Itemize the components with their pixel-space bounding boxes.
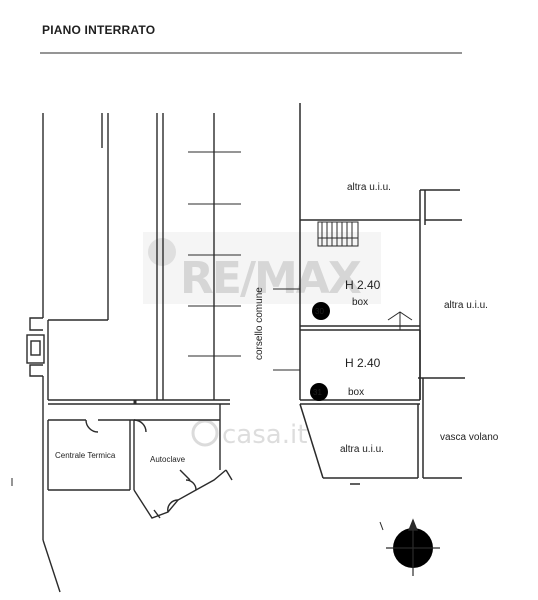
box-30-badge bbox=[312, 302, 330, 320]
left-wing-walls bbox=[26, 113, 109, 593]
label-altra-uiu-right: altra u.i.u. bbox=[444, 300, 488, 311]
stairs bbox=[317, 221, 359, 247]
service-rooms bbox=[47, 404, 233, 519]
label-altra-uiu-bottom: altra u.i.u. bbox=[340, 444, 384, 455]
plan-title: PIANO INTERRATO bbox=[42, 23, 155, 37]
lower-right-walls bbox=[299, 378, 462, 485]
label-corsello-comune: corsello comune bbox=[254, 287, 265, 360]
box-31: H 2.40 box 31 bbox=[310, 356, 381, 401]
corridor-ticks bbox=[188, 120, 241, 357]
label-vasca-volano: vasca volano bbox=[440, 432, 499, 443]
box-31-number: 31 bbox=[313, 388, 322, 397]
watermark-site: casa.it bbox=[222, 420, 307, 450]
casa-watermark: casa.it bbox=[191, 419, 307, 450]
balloon-icon bbox=[148, 238, 176, 266]
label-autoclave: Autoclave bbox=[150, 455, 186, 464]
box-30-height: H 2.40 bbox=[345, 278, 381, 292]
label-centrale-termica: Centrale Termica bbox=[55, 451, 116, 460]
watermark-brand: RE/MAX bbox=[180, 253, 362, 304]
basement-divider bbox=[48, 399, 230, 405]
box-30-type: box bbox=[352, 297, 368, 308]
north-arrow-icon bbox=[386, 518, 440, 576]
box-31-height: H 2.40 bbox=[345, 356, 381, 370]
box-31-badge bbox=[310, 383, 328, 401]
label-altra-uiu-top: altra u.i.u. bbox=[347, 182, 391, 193]
box-30-number: 30 bbox=[315, 307, 324, 316]
remax-watermark: RE/MAX bbox=[143, 232, 381, 304]
boxes-walls bbox=[299, 103, 465, 405]
box-doors bbox=[273, 288, 413, 371]
corsello-walls bbox=[156, 113, 215, 400]
box-31-type: box bbox=[348, 387, 364, 398]
box-30: H 2.40 box 30 bbox=[312, 278, 381, 320]
